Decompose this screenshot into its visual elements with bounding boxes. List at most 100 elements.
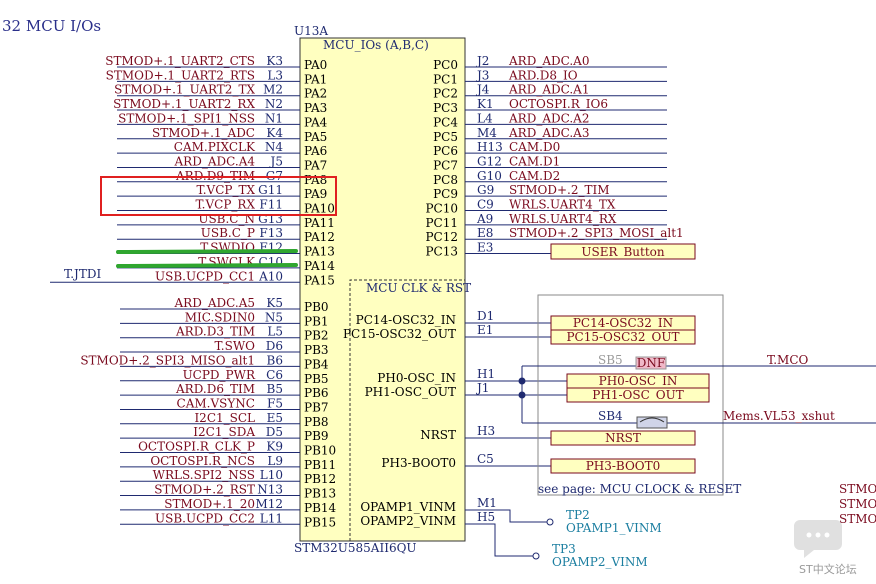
net-label-pc8: CAM.D2 (509, 169, 560, 183)
ball-pc2: J4 (475, 83, 490, 97)
ball-pa10: F11 (259, 198, 283, 212)
right-edge-label-3: STMOD (839, 512, 876, 526)
net-label-pb6: ARD.D6_TIM (175, 382, 255, 396)
pin-pa7: PA7 (304, 158, 327, 172)
net-label-pc0: ARD_ADC.A0 (508, 54, 589, 68)
ball-pb12: L10 (260, 468, 283, 482)
net-label-pc3: OCTOSPI.R_IO6 (509, 97, 608, 111)
dnf-label: DNF (637, 356, 665, 370)
sb4-arc (639, 417, 665, 423)
pin-pc11: PC11 (425, 216, 458, 230)
ball-pc7: G12 (477, 154, 502, 168)
pin-opamp2-vinm: OPAMP2_VINM (360, 514, 456, 528)
net-label-pa4: STMOD+.1_SPI1_NSS (118, 111, 255, 125)
pin-pb0: PB0 (304, 300, 329, 314)
ball-pc12: E8 (477, 226, 493, 240)
net-label-pb11: OCTOSPI.R_NCS (150, 454, 255, 468)
pin-pa4: PA4 (304, 115, 328, 129)
junction-ph0 (518, 377, 526, 385)
pin-pa12: PA12 (304, 230, 335, 244)
net-label-pb5: UCPD_PWR (183, 368, 256, 382)
ball-pb0: K5 (266, 296, 283, 310)
pin-pa11: PA11 (304, 216, 335, 230)
pin-pa8: PA8 (304, 173, 327, 187)
pin-pa13: PA13 (304, 245, 335, 259)
right-edge-label-2: STMOD (839, 497, 876, 511)
page-title: 32 MCU I/Os (2, 17, 101, 35)
ball-nrst: H3 (477, 424, 495, 438)
strike-mark-swdio (116, 249, 298, 254)
pin-pb5: PB5 (304, 372, 329, 386)
net-label-pc11: WRLS.UART4_RX (509, 212, 617, 226)
pin-nrst: NRST (420, 428, 456, 442)
pin-opamp1-vinm: OPAMP1_VINM (360, 500, 456, 514)
pin-pb3: PB3 (304, 343, 329, 357)
testpoint-net-tp3: OPAMP2_VINM (552, 555, 648, 569)
port-label-ph1-osc-out: PH1-OSC_OUT (592, 388, 683, 402)
net-label-pc4: ARD_ADC.A2 (508, 111, 589, 125)
pin-pc12: PC12 (425, 230, 458, 244)
pin-pc2: PC2 (433, 87, 458, 101)
wire-opamp1-vinm (465, 509, 547, 523)
port-box-ph3-boot0 (550, 458, 696, 474)
net-label-pb2: ARD.D3_TIM (175, 325, 255, 339)
net-label-pa12: USB.C_P (201, 226, 255, 240)
net-label-pb13: STMOD+.2_RST (154, 483, 255, 497)
port-box-pc15-osc32-out (550, 329, 696, 345)
net-label-pb3: T.SWO (215, 339, 256, 353)
user-button-port (550, 243, 696, 260)
net-label-pa10: T.VCP_RX (195, 198, 255, 212)
testpoint-tp2 (546, 518, 554, 526)
pin-pb7: PB7 (304, 400, 329, 414)
net-label-pb15: USB.UCPD_CC2 (155, 511, 255, 525)
net-label-pc7: CAM.D1 (509, 154, 560, 168)
ball-pa5: K4 (266, 126, 283, 140)
net-label-pa6: CAM.PIXCLK (174, 140, 256, 154)
user-button-label: USER_Button (581, 245, 665, 259)
pin-pc8: PC8 (433, 173, 458, 187)
ball-pb5: C6 (266, 368, 283, 382)
pin-ph0-osc-in: PH0-OSC_IN (377, 371, 456, 385)
strike-mark-swclk (116, 263, 298, 268)
ball-pb14: M12 (255, 497, 283, 511)
pin-pc10: PC10 (425, 202, 458, 216)
net-label-pc5: ARD_ADC.A3 (508, 126, 589, 140)
port-box-nrst (550, 430, 696, 446)
dnf-marker (635, 356, 667, 370)
net-label-pa2: STMOD+.1_UART2_TX (114, 83, 255, 97)
net-label-pb0: ARD_ADC.A5 (174, 296, 255, 310)
net-label-pb14: STMOD+.1_20 (164, 497, 255, 511)
pin-pb4: PB4 (304, 357, 329, 371)
pin-pc13: PC13 (425, 245, 458, 259)
sb5-label: SB5 (598, 353, 623, 367)
pin-pc15-osc32-out: PC15-OSC32_OUT (343, 327, 456, 341)
wire-opamp2-vinm (465, 523, 533, 557)
ball-pb10: K9 (266, 440, 283, 454)
pin-pc7: PC7 (433, 158, 458, 172)
ball-pa3: N2 (265, 97, 283, 111)
ball-pc14-osc32-in: D1 (477, 309, 494, 323)
port-label-nrst: NRST (605, 431, 641, 445)
pin-pb6: PB6 (304, 386, 329, 400)
pin-pc9: PC9 (433, 187, 458, 201)
ball-pa12: F13 (259, 226, 283, 240)
net-label-pa11: USB.C_N (198, 212, 255, 226)
net-label-pc1: ARD.D8_IO (508, 68, 578, 82)
ball-pc10: C9 (477, 198, 494, 212)
testpoint-tp3 (532, 552, 540, 560)
testpoint-label-tp3: TP3 (552, 542, 576, 556)
net-label-pa1: STMOD+.1_UART2_RTS (106, 68, 255, 82)
pin-pa2: PA2 (304, 87, 327, 101)
ball-pb9: D5 (266, 425, 283, 439)
ball-pa0: K3 (266, 54, 283, 68)
ball-opamp2-vinm: H5 (477, 510, 495, 524)
pin-ph1-osc-out: PH1-OSC_OUT (365, 385, 456, 399)
pin-pa15: PA15 (304, 273, 335, 287)
pin-pa14: PA14 (304, 259, 335, 273)
pin-pc14-osc32-in: PC14-OSC32_IN (356, 313, 456, 327)
watermark-text: ST中文论坛 (799, 562, 857, 576)
jtdi-net-label: T.JTDI (64, 267, 101, 281)
